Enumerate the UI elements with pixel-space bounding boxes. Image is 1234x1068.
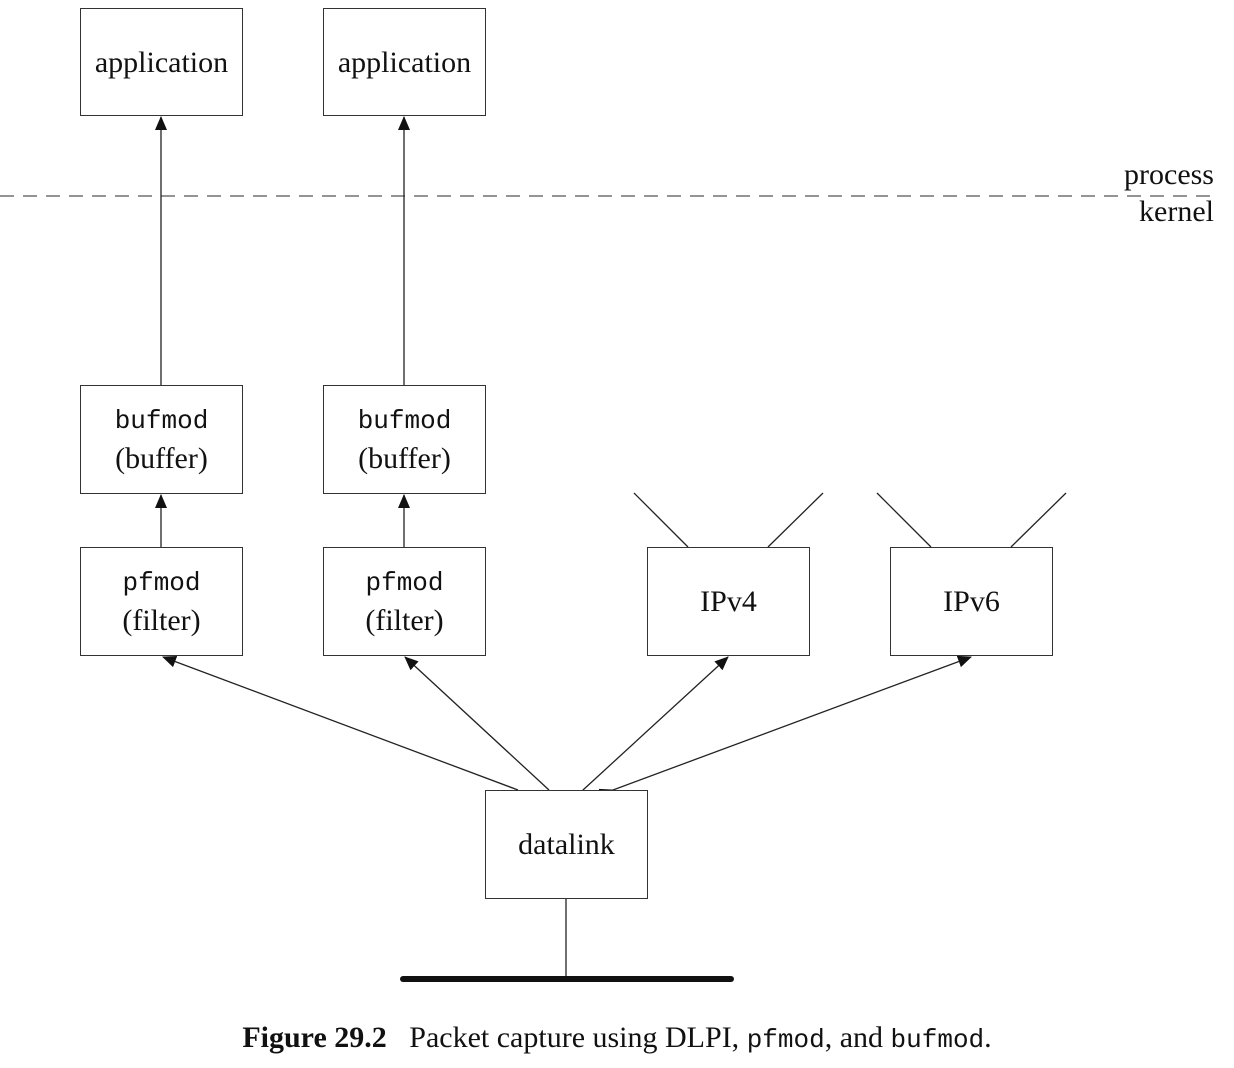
bufmod-name-1: bufmod: [114, 405, 209, 436]
ipv4-stub-left: [633, 492, 689, 548]
bufmod-role-1: (buffer): [115, 441, 208, 475]
caption-text-b: , and: [824, 1021, 891, 1054]
bufmod-box-2: bufmod (buffer): [323, 385, 486, 494]
pfmod-box-2: pfmod (filter): [323, 547, 486, 656]
application-box-1: application: [80, 8, 243, 116]
pfmod-box-1: pfmod (filter): [80, 547, 243, 656]
process-label: process: [1124, 158, 1214, 191]
datalink-box: datalink: [485, 790, 648, 899]
application-label-1: application: [94, 45, 229, 79]
pfmod-role-2: (filter): [365, 603, 444, 637]
ipv4-stub-right: [767, 492, 824, 548]
figure-number: Figure 29.2: [242, 1021, 387, 1054]
caption-code-bufmod: bufmod: [890, 1025, 985, 1055]
caption-text-a: Packet capture using DLPI,: [409, 1021, 747, 1054]
datalink-label: datalink: [518, 828, 615, 861]
ipv6-stub-right: [1010, 492, 1067, 548]
bufmod-box-1: bufmod (buffer): [80, 385, 243, 494]
bufmod-role-2: (buffer): [358, 441, 451, 475]
figure-caption: Figure 29.2 Packet capture using DLPI, p…: [0, 1018, 1234, 1060]
pfmod-role-1: (filter): [122, 603, 201, 637]
ipv4-box: IPv4: [647, 547, 810, 656]
arrow-datalink-ipv6: [598, 655, 972, 801]
ipv4-label: IPv4: [700, 585, 757, 618]
bufmod-name-2: bufmod: [357, 405, 452, 436]
caption-code-pfmod: pfmod: [746, 1025, 825, 1055]
ipv6-stub-left: [876, 492, 932, 548]
arrow-datalink-ipv4: [569, 656, 729, 804]
arrow-datalink-to-pfmod2: [404, 656, 550, 791]
pfmod-name-2: pfmod: [365, 567, 444, 598]
pfmod-name-1: pfmod: [122, 567, 201, 598]
application-label-2: application: [337, 45, 472, 79]
kernel-label: kernel: [1139, 195, 1214, 228]
ipv6-label: IPv6: [943, 585, 1000, 618]
arrow-datalink-to-pfmod1: [162, 655, 519, 791]
ipv6-box: IPv6: [890, 547, 1053, 656]
application-box-2: application: [323, 8, 486, 116]
caption-text-c: .: [984, 1021, 992, 1054]
